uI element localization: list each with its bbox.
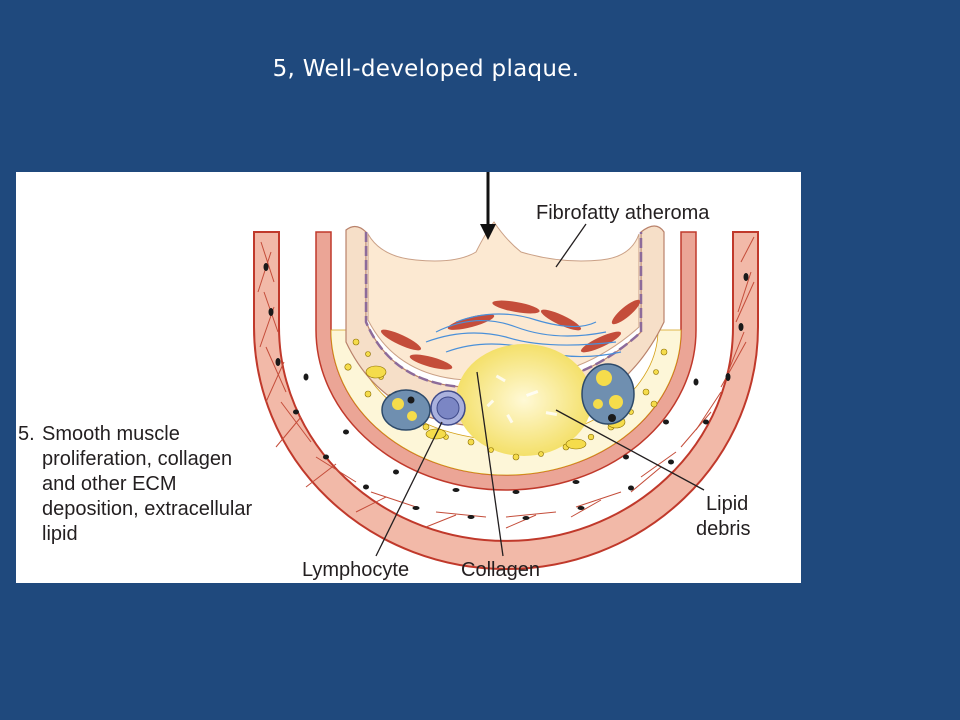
plaque-diagram: Fibrofatty atheroma 5. Smooth muscle pro…: [18, 172, 759, 581]
down-arrow-icon: [480, 172, 496, 240]
leader-lines: [375, 223, 705, 557]
cholesterol-clefts: [486, 374, 558, 424]
label-stage-line-3: and other ECM: [42, 473, 177, 495]
artery-outer-wall: [253, 231, 759, 570]
endothelium: [364, 232, 643, 389]
label-stage-line-1: Smooth muscle: [42, 423, 180, 445]
label-stage-line-2: proliferation, collagen: [42, 448, 232, 470]
slide-title: 5, Well-developed plaque.: [272, 56, 580, 82]
label-stage-line-5: lipid: [42, 523, 78, 545]
wall-nuclei: [263, 263, 749, 520]
cap-muscle-cells: [380, 299, 641, 370]
label-lipid: Lipid: [706, 493, 748, 515]
label-stage-number: 5.: [18, 423, 35, 445]
foam-cell-left: [381, 389, 431, 431]
label-collagen: Collagen: [461, 559, 540, 581]
plaque-figure: Fibrofatty atheroma 5. Smooth muscle pro…: [16, 172, 801, 583]
label-fibrofatty-atheroma: Fibrofatty atheroma: [536, 202, 710, 224]
lipid-core: [456, 344, 592, 456]
lymphocyte-cell: [430, 390, 466, 426]
label-lymphocyte: Lymphocyte: [302, 559, 409, 581]
label-stage-line-4: deposition, extracellular: [42, 498, 252, 520]
foam-cell-right: [581, 363, 635, 425]
label-debris: debris: [696, 518, 750, 540]
